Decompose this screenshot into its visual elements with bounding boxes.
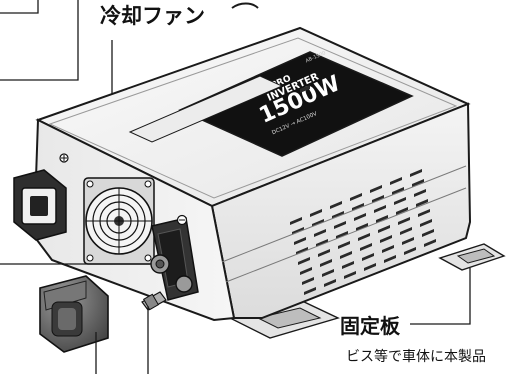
side-vent-grille: [300, 85, 310, 93]
vent-slot: [370, 185, 382, 193]
product-label-panel: [178, 51, 414, 157]
vent-slots: [290, 169, 436, 295]
vent-slot: [316, 239, 328, 247]
vent-slot: [422, 229, 434, 237]
vent-slot: [418, 209, 430, 217]
vent-slot: [384, 255, 396, 263]
vent-slot: [314, 229, 326, 237]
vent-slot: [412, 179, 424, 187]
hand-arc-mark: [231, 2, 259, 9]
vent-slot: [354, 213, 366, 221]
vent-slot: [400, 227, 412, 235]
fan-label: 冷却ファン: [100, 4, 205, 28]
side-rail-line: [221, 165, 467, 263]
vent-slot: [342, 261, 354, 269]
vent-slot: [392, 187, 404, 195]
vent-slot: [420, 219, 432, 227]
vent-slot: [416, 199, 428, 207]
vent-slot: [334, 221, 346, 229]
vent-slot: [398, 217, 410, 225]
ac-outlet: [13, 153, 69, 241]
terminal-cap: [39, 275, 109, 353]
vent-slot: [332, 211, 344, 219]
bracket-leader-line: [410, 268, 471, 325]
vent-slot: [394, 197, 406, 205]
top-bevel-line: [48, 37, 458, 199]
leader-line-top: [0, 0, 39, 14]
vent-slot: [290, 217, 302, 225]
vent-slot: [340, 251, 352, 259]
vent-slot: [374, 205, 386, 213]
vent-slot: [376, 215, 388, 223]
vent-slot: [322, 269, 334, 277]
vent-slot: [390, 177, 402, 185]
vent-slot: [396, 207, 408, 215]
vent-slot: [294, 237, 306, 245]
vent-slot: [338, 241, 350, 249]
dc-terminal-block: [150, 214, 199, 301]
vent-slot: [336, 231, 348, 239]
vent-slot: [302, 277, 314, 285]
vent-slot: [362, 253, 374, 261]
bracket-note: ビス等で車体に本製品: [346, 349, 486, 365]
vent-slot: [352, 203, 364, 211]
vent-slot: [424, 239, 436, 247]
bracket-label: 固定板: [340, 314, 400, 338]
leader-line-box: [0, 0, 79, 81]
vent-slot: [402, 237, 414, 245]
vent-slot: [372, 195, 384, 203]
vent-slot: [298, 257, 310, 265]
vent-slot: [404, 247, 416, 255]
vent-slot: [310, 209, 322, 217]
vent-slot: [356, 223, 368, 231]
vent-slot: [318, 249, 330, 257]
vent-slot: [360, 243, 372, 251]
top-strip: [128, 75, 284, 143]
ground-terminal: [141, 291, 167, 311]
vent-slot: [378, 225, 390, 233]
vent-slot: [350, 193, 362, 201]
vent-slot: [330, 201, 342, 209]
vent-slot: [382, 245, 394, 253]
vent-slot: [344, 271, 356, 279]
vent-slot: [304, 287, 316, 295]
side-rail-line-2: [225, 187, 467, 283]
vent-slot: [324, 279, 336, 287]
cooling-fan: [83, 177, 155, 265]
vent-slot: [364, 263, 376, 271]
vent-slot: [320, 259, 332, 267]
vent-slot: [414, 189, 426, 197]
vent-slot: [300, 267, 312, 275]
vent-slot: [380, 235, 392, 243]
vent-slot: [410, 169, 422, 177]
vent-slot: [358, 233, 370, 241]
